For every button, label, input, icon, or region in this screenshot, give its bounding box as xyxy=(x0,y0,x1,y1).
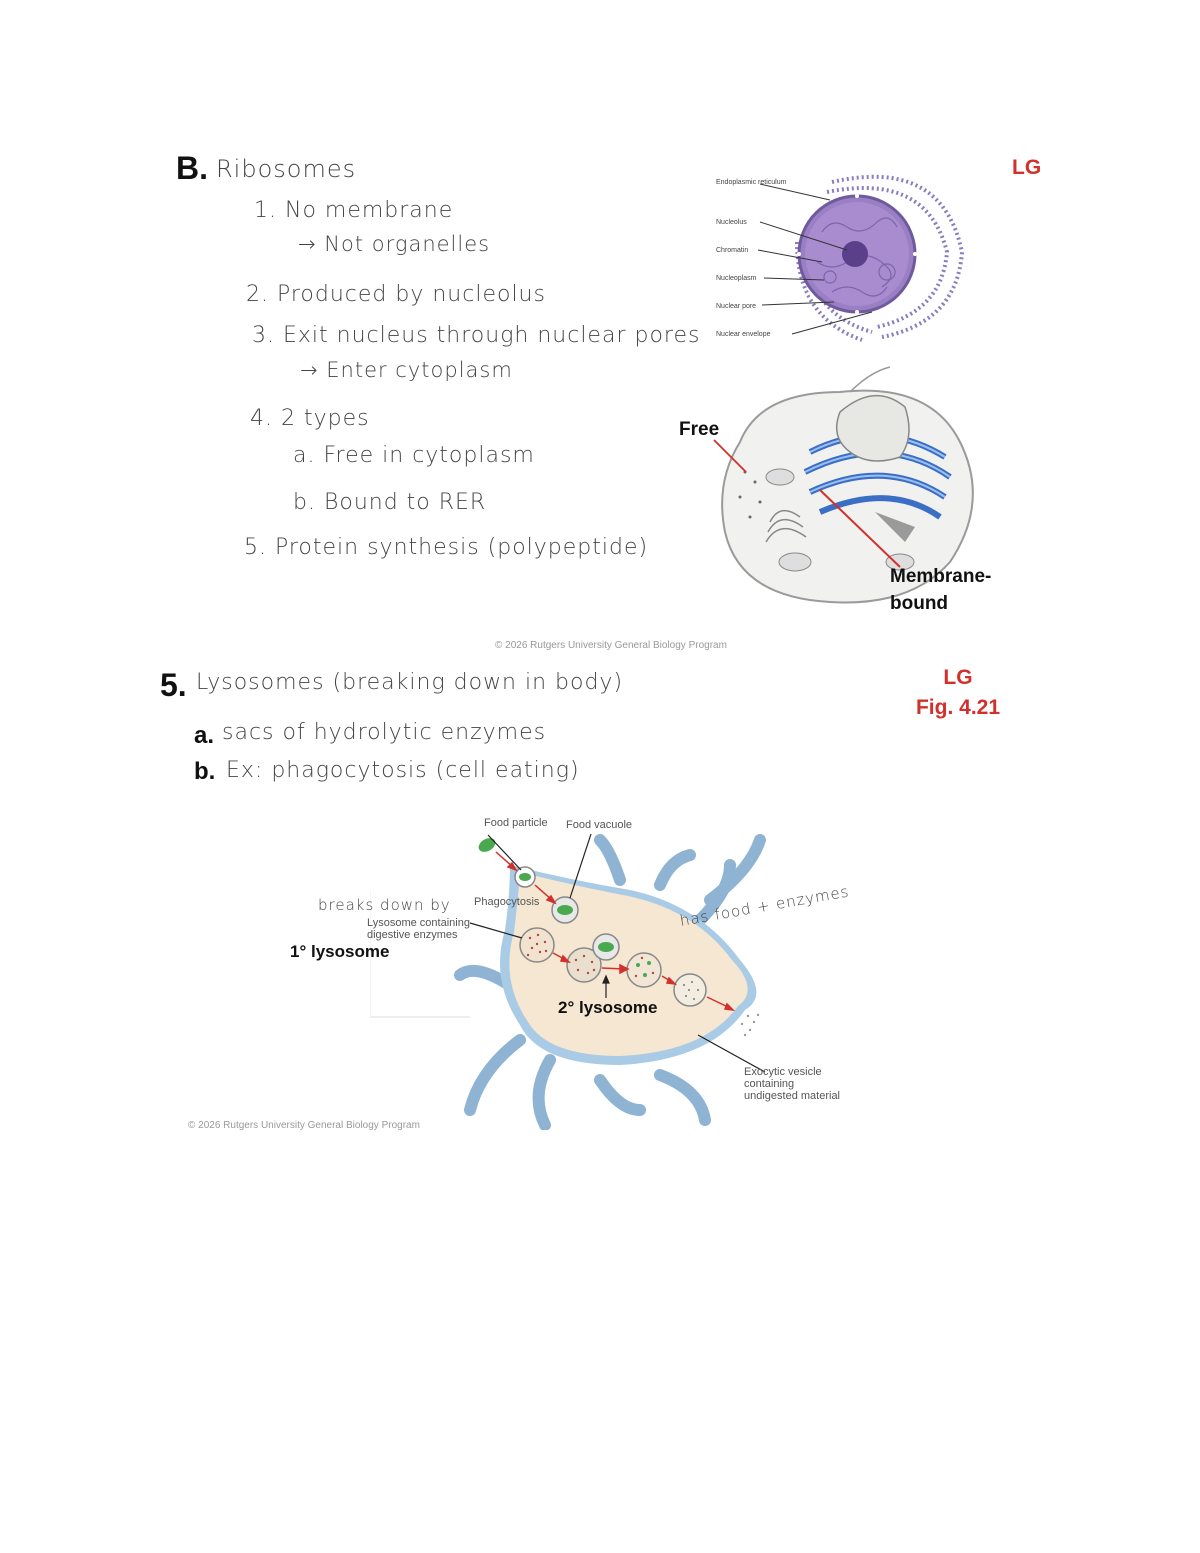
label-nuclear-envelope: Nuclear envelope xyxy=(716,331,771,338)
section-5-a-text: sacs of hydrolytic enzymes xyxy=(222,720,546,745)
ribosome-note-2: 2. Produced by nucleolus xyxy=(246,282,546,307)
label-food-vacuole: Food vacuole xyxy=(566,819,632,831)
label-exocytic-3: undigested material xyxy=(744,1090,840,1102)
section-5-b-letter: b. xyxy=(194,758,215,786)
nucleolus xyxy=(842,241,868,267)
section-5-number: 5. xyxy=(160,667,187,704)
engulfed-particle xyxy=(519,873,531,881)
secondary-lysosome xyxy=(627,953,661,987)
copyright-top: © 2026 Rutgers University General Biolog… xyxy=(495,640,727,651)
label-phagocytosis: Phagocytosis xyxy=(474,896,539,908)
label-er: Endoplasmic reticulum xyxy=(716,179,787,186)
copyright-bottom: © 2026 Rutgers University General Biolog… xyxy=(188,1120,420,1131)
ribosome-note-5: 5. Protein synthesis (polypeptide) xyxy=(244,535,648,560)
label-chromatin: Chromatin xyxy=(716,247,748,254)
section-5-heading: Lysosomes (breaking down in body) xyxy=(196,670,623,695)
ribosome-note-4: 4. 2 types xyxy=(250,406,370,431)
label-food-particle: Food particle xyxy=(484,817,548,829)
section-5-a-letter: a. xyxy=(194,722,214,750)
food-particle xyxy=(476,835,498,854)
note-breaks-down: breaks down by xyxy=(318,896,451,914)
label-exocytic-2: containing xyxy=(744,1078,794,1090)
vacuole-particle xyxy=(557,905,573,915)
section-b-lg-tag: LG xyxy=(1012,156,1041,180)
label-membrane-2: bound xyxy=(890,593,948,615)
cell-process xyxy=(850,367,890,392)
label-primary-lysosome: 1° lysosome xyxy=(290,942,389,962)
label-nucleolus: Nucleolus xyxy=(716,219,747,226)
label-membrane-1: Membrane- xyxy=(890,566,991,588)
label-lysosome-1: Lysosome containing xyxy=(367,917,470,929)
section-b-heading: Ribosomes xyxy=(216,155,356,183)
ribosome-note-4b: b. Bound to RER xyxy=(293,490,486,515)
ribosome-note-3a: → Enter cytoplasm xyxy=(300,358,513,382)
ribosome-note-4a: a. Free in cytoplasm xyxy=(293,443,535,468)
exocytosis-debris xyxy=(741,1014,759,1036)
label-free: Free xyxy=(679,419,719,441)
label-exocytic-1: Exocytic vesicle xyxy=(744,1066,822,1078)
nucleus-diagram: Endoplasmic reticulum Nucleolus Chromati… xyxy=(712,162,972,342)
label-nuclear-pore: Nuclear pore xyxy=(716,303,756,310)
fusing-particle xyxy=(598,942,614,952)
label-nucleoplasm: Nucleoplasm xyxy=(716,275,757,282)
section-b-letter: B. xyxy=(176,150,208,187)
section-5-b-text: Ex: phagocytosis (cell eating) xyxy=(226,758,580,783)
ribosome-note-3: 3. Exit nucleus through nuclear pores xyxy=(252,323,700,348)
label-secondary-lysosome: 2° lysosome xyxy=(558,998,657,1018)
section-5-fig-tag: Fig. 4.21 xyxy=(898,696,1018,720)
ribosome-note-1: 1. No membrane xyxy=(254,198,453,223)
label-lysosome-2: digestive enzymes xyxy=(367,929,458,941)
section-5-lg-tag: LG xyxy=(908,666,1008,690)
ribosome-note-1a: → Not organelles xyxy=(298,232,490,256)
